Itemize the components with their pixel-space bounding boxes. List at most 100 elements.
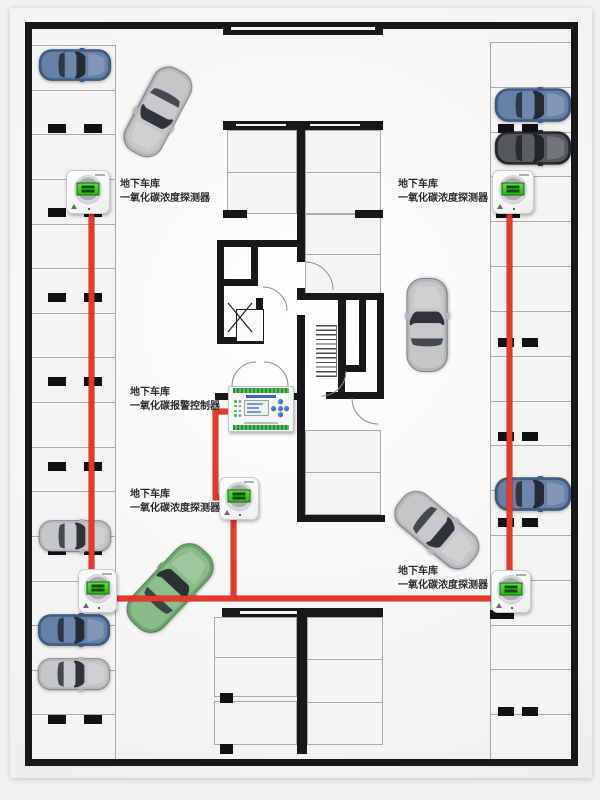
callout-line: 地下车库 (398, 179, 438, 190)
detector-sensor-ring (497, 575, 525, 603)
wall-segment (297, 515, 385, 522)
wall-segment (297, 121, 305, 262)
column (522, 707, 538, 716)
column (48, 377, 66, 386)
detector-lcd (76, 182, 100, 196)
wall-segment (217, 240, 305, 247)
parking-stall (305, 214, 381, 255)
car-top-view (35, 48, 115, 82)
column (498, 338, 514, 347)
parking-stall (490, 311, 576, 357)
wall-segment (338, 365, 366, 372)
wall-segment (297, 608, 307, 754)
wall-stub (355, 210, 383, 218)
detector-terminal-dot (88, 208, 90, 210)
stall-block-top-right (305, 130, 381, 214)
key-enter (277, 405, 283, 411)
parking-stall (305, 172, 381, 214)
callout-line: 一氧化碳浓度探测器 (398, 579, 488, 591)
stall-block-bottom-right (307, 617, 383, 745)
signal-wire (213, 409, 218, 500)
parking-stall (227, 130, 297, 173)
beam-slot (310, 124, 360, 126)
detector-terminal-dot (97, 607, 100, 609)
detector-terminal-dot (239, 514, 241, 516)
controller-lcd (244, 400, 269, 416)
elevator-shaft (236, 309, 264, 342)
parking-stall (31, 224, 116, 270)
car-top-view (493, 476, 573, 512)
stall-block-mid-right (305, 430, 381, 515)
detector-model-text (519, 174, 529, 176)
parking-stall (214, 701, 297, 745)
wall-segment (571, 22, 578, 766)
car-top-view (34, 657, 114, 691)
callout-alarm-controller: 地下车库 一氧化碳报警控制器 (130, 386, 220, 413)
parking-stall (305, 130, 381, 173)
signal-wire (213, 409, 233, 414)
callout-line: 地下车库 (130, 489, 170, 500)
detector-model-text (95, 174, 105, 176)
column (220, 744, 233, 754)
detector-logo-icon (224, 510, 230, 515)
key-down (277, 412, 283, 417)
column (490, 610, 514, 619)
column (48, 293, 66, 302)
co-detector-mid-left (78, 569, 117, 613)
callout-line: 一氧化碳报警控制器 (130, 400, 220, 412)
column (522, 518, 538, 527)
stairs (316, 325, 337, 377)
callout-top-left-detector: 地下车库 一氧化碳浓度探测器 (120, 178, 210, 205)
controller-status-leds (234, 400, 237, 417)
controller-footer-text (244, 421, 278, 424)
column (48, 124, 66, 133)
column (48, 462, 66, 471)
terminal-strip (233, 425, 289, 430)
detector-logo-icon (496, 603, 502, 608)
wall-segment (297, 392, 305, 522)
detector-sensor-ring (83, 574, 112, 602)
parking-stall (31, 447, 116, 493)
wall-segment (326, 392, 384, 399)
co-detector-bottom-right (491, 570, 531, 613)
stall-block-top-left (227, 130, 297, 214)
detector-model-text (516, 574, 526, 576)
key-left (271, 405, 276, 411)
wall-segment (377, 293, 384, 399)
detector-model-text (244, 481, 254, 483)
wall-segment (25, 22, 32, 766)
parking-stall (31, 313, 116, 359)
parking-column-left (31, 45, 116, 760)
column (498, 707, 514, 716)
car-top-view (34, 613, 114, 647)
detector-terminal-dot (513, 208, 515, 210)
callout-line: 地下车库 (398, 566, 438, 577)
co-detector-top-left (66, 170, 110, 214)
column (48, 715, 66, 724)
detector-logo-icon (71, 204, 77, 209)
parking-stall (31, 269, 116, 314)
column (522, 124, 538, 133)
detector-logo-icon (497, 204, 503, 209)
car-top-view (404, 277, 450, 373)
column (48, 208, 66, 217)
key-up (277, 399, 283, 404)
parking-stall (307, 702, 383, 745)
callout-line: 一氧化碳浓度探测器 (120, 192, 210, 204)
beam-slot (236, 124, 286, 126)
signal-wire (89, 212, 94, 574)
wall-segment (359, 293, 366, 370)
beam-slot (240, 611, 304, 614)
signal-wire (507, 212, 512, 574)
parking-stall (490, 267, 576, 312)
key-right (284, 405, 289, 411)
detector-lcd (86, 581, 109, 595)
parking-stall (490, 625, 576, 671)
wall-segment (217, 240, 224, 344)
parking-stall (307, 660, 383, 703)
column (84, 715, 102, 724)
parking-stall (31, 90, 116, 136)
terminal-strip (233, 388, 289, 393)
co-alarm-controller (228, 386, 294, 432)
wall-segment (224, 279, 258, 286)
